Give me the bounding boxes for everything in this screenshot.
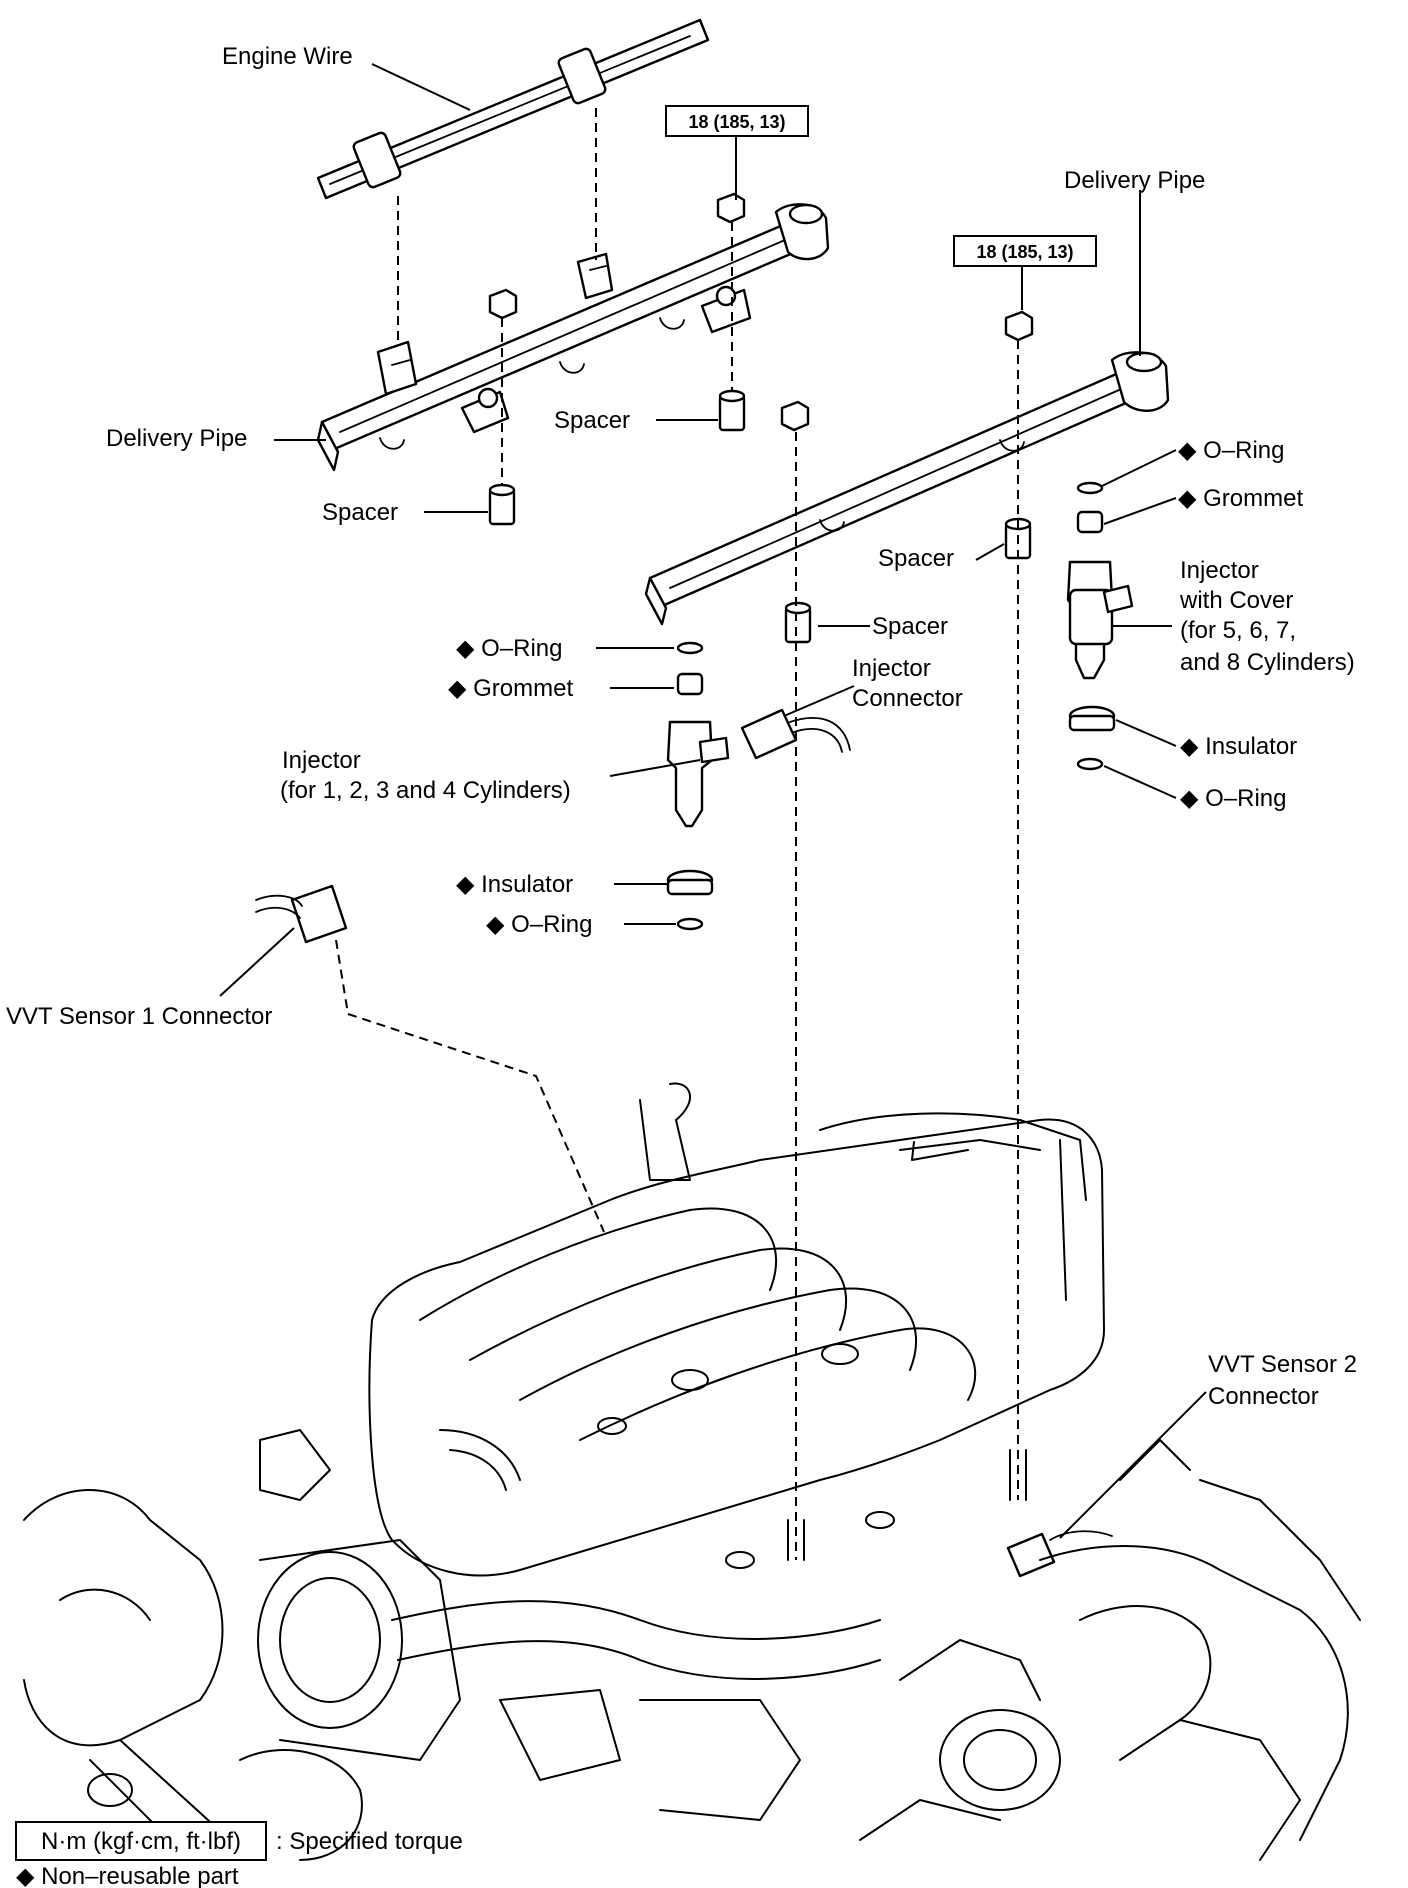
legend-torque-unit: N·m (kgf·cm, ft·lbf) (41, 1828, 241, 1855)
torque-box-left (665, 105, 809, 137)
label-insulator-left: ◆ Insulator (456, 871, 573, 898)
label-injector-right-2: with Cover (1179, 587, 1293, 614)
torque-box-right (953, 235, 1097, 267)
label-torque-right: 18 (185, 13) (976, 242, 1073, 262)
label-vvt-sensor-1: VVT Sensor 1 Connector (6, 1003, 272, 1030)
right-injector-stack (1066, 481, 1134, 771)
label-injector-connector-2: Connector (852, 685, 963, 712)
label-oring-right-bottom: ◆ O–Ring (1180, 785, 1287, 812)
right-delivery-pipe (644, 351, 1170, 626)
label-insulator-right: ◆ Insulator (1180, 733, 1297, 760)
label-spacer-1: Spacer (554, 407, 630, 434)
label-engine-wire: Engine Wire (222, 43, 353, 70)
alignment-lines (335, 108, 1019, 1560)
label-spacer-3: Spacer (878, 545, 954, 572)
vvt-sensor-1-connector-part (255, 884, 348, 944)
right-pipe-bolt (1004, 310, 1034, 342)
label-oring-left-bottom: ◆ O–Ring (486, 911, 593, 938)
engine-wire-harness (316, 18, 710, 200)
label-grommet-right: ◆ Grommet (1178, 485, 1303, 512)
injector-connector (740, 708, 851, 760)
label-injector-left-1: Injector (282, 747, 361, 774)
label-torque-left: 18 (185, 13) (688, 112, 785, 132)
label-injector-right-3: (for 5, 6, 7, (1180, 617, 1296, 644)
leader-lines (219, 63, 1207, 1539)
label-spacer-2: Spacer (322, 499, 398, 526)
label-delivery-pipe-left: Delivery Pipe (106, 425, 247, 452)
label-injector-right-1: Injector (1180, 557, 1259, 584)
label-spacer-4: Spacer (872, 613, 948, 640)
legend-nonreusable: ◆ Non–reusable part (16, 1863, 239, 1888)
label-injector-right-4: and 8 Cylinders) (1180, 649, 1355, 676)
intake-manifold-engine (23, 1082, 1361, 1861)
callout-labels: Engine Wire 18 (185, 13) 18 (185, 13) De… (6, 43, 1357, 1410)
label-oring-right-top: ◆ O–Ring (1178, 437, 1285, 464)
label-grommet-left: ◆ Grommet (448, 675, 573, 702)
vvt-sensor-2-connector-part (1006, 1530, 1113, 1578)
left-injector-stack (666, 641, 730, 931)
label-vvt-sensor-2-1: VVT Sensor 2 (1208, 1351, 1357, 1378)
label-delivery-pipe-right: Delivery Pipe (1064, 167, 1205, 194)
label-injector-left-2: (for 1, 2, 3 and 4 Cylinders) (280, 777, 571, 804)
label-vvt-sensor-2-2: Connector (1208, 1383, 1319, 1410)
left-delivery-pipe (316, 203, 830, 472)
legend: N·m (kgf·cm, ft·lbf) : Specified torque … (15, 1821, 463, 1888)
legend-torque-text: : Specified torque (276, 1828, 463, 1855)
legend-torque-box (15, 1821, 267, 1861)
center-bolt (780, 400, 810, 432)
label-oring-left-top: ◆ O–Ring (456, 635, 563, 662)
label-injector-connector-1: Injector (852, 655, 931, 682)
left-pipe-bolts (488, 192, 746, 320)
